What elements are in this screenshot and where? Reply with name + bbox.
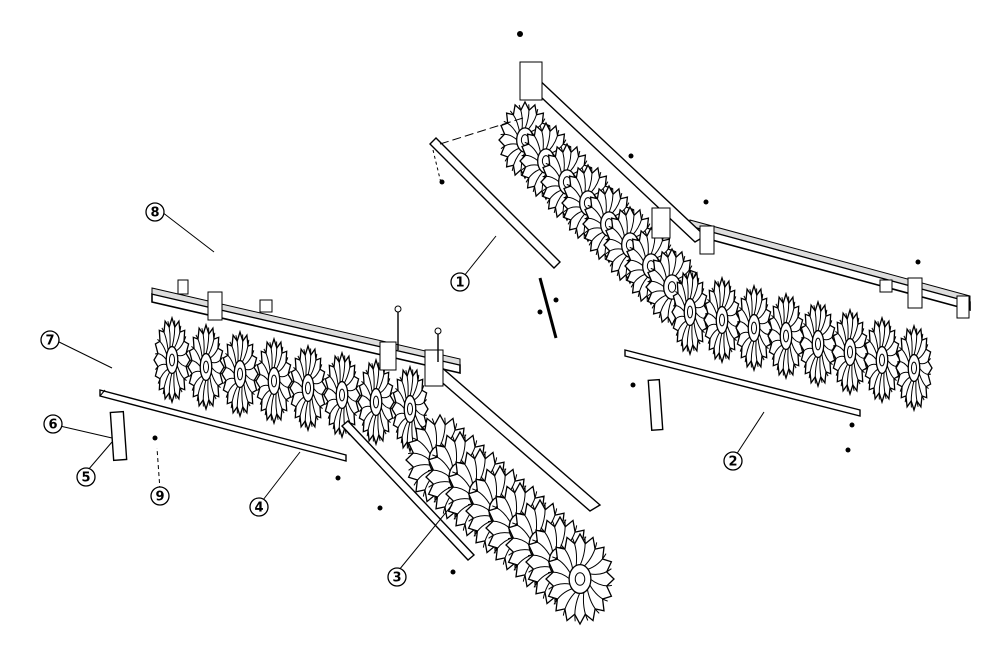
right-disc-row-straight (671, 267, 933, 413)
harrow-disc (703, 275, 741, 365)
left-mount-brackets (177, 279, 444, 387)
right-disc-row-angled (498, 100, 699, 327)
right-shank-tine (538, 277, 558, 339)
right-mount-brackets (519, 61, 970, 319)
callout-number: 2 (728, 455, 737, 470)
right-front-bar (624, 349, 861, 417)
callout-2: 2 (723, 451, 743, 471)
left-angled-bar (340, 420, 476, 561)
harrow-disc (767, 291, 805, 381)
right-angled-bar (429, 137, 561, 269)
callout-number: 9 (155, 490, 164, 505)
right-bolts (439, 31, 921, 453)
harrow-disc (187, 322, 225, 412)
harrow-disc (323, 350, 361, 440)
left-bolts (152, 305, 456, 575)
harrow-disc (863, 315, 901, 405)
harrow-disc (831, 307, 869, 397)
right-rolling-harrow-assembly (429, 31, 971, 453)
harrow-disc (895, 323, 933, 413)
callout-8: 8 (145, 202, 165, 222)
callout-9: 9 (150, 486, 170, 506)
left-disc-row-straight (153, 315, 429, 454)
callout-3: 3 (387, 567, 407, 587)
callout-number: 8 (150, 206, 159, 221)
harrow-disc (545, 532, 615, 626)
callout-4: 4 (249, 497, 269, 517)
callout-number: 4 (254, 501, 263, 516)
harrow-disc (153, 315, 191, 405)
callout-5: 5 (76, 467, 96, 487)
callout-number: 7 (45, 334, 54, 349)
right-toolbar-top-face (689, 219, 971, 303)
callout-number: 5 (81, 471, 90, 486)
left-shank (109, 410, 128, 462)
callout-6: 6 (43, 414, 63, 434)
harrow-disc (799, 299, 837, 389)
harrow-disc (289, 343, 327, 433)
harrow-disc (357, 357, 395, 447)
callout-bubbles: 1 2 3 4 5 6 7 8 9 (40, 202, 743, 587)
callout-number: 1 (455, 276, 464, 291)
callout-1: 1 (450, 272, 470, 292)
callout-7: 7 (40, 330, 60, 350)
left-front-bar (99, 389, 347, 462)
right-shank (647, 378, 664, 432)
left-rolling-harrow-assembly (99, 279, 615, 626)
harrow-disc (671, 267, 709, 357)
harrow-disc (735, 283, 773, 373)
callout-number: 3 (392, 571, 401, 586)
harrow-disc (255, 336, 293, 426)
callout-number: 6 (48, 418, 57, 433)
callout-leader-lines (54, 117, 765, 571)
harrow-disc (221, 329, 259, 419)
left-disc-row-angled (405, 413, 615, 626)
